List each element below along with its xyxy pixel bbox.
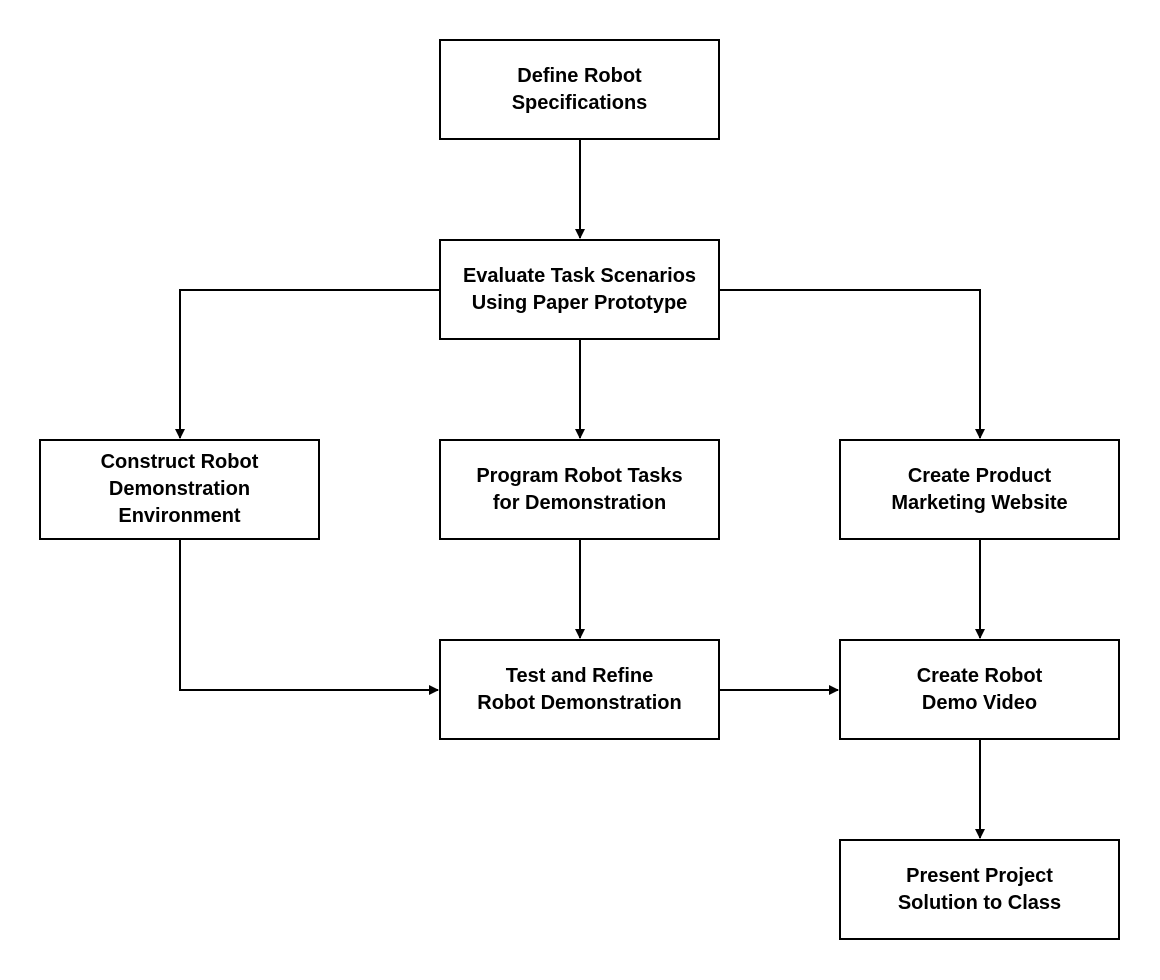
node-program-robot-tasks: Program Robot Tasks for Demonstration [439, 439, 720, 540]
node-create-demo-video: Create Robot Demo Video [839, 639, 1120, 740]
connector-construct-to-test [179, 540, 439, 695]
node-label: Construct Robot Demonstration Environmen… [100, 451, 259, 527]
node-evaluate-task-scenarios: Evaluate Task Scenarios Using Paper Prot… [439, 239, 720, 340]
node-present-project-solution: Present Project Solution to Class [839, 839, 1120, 940]
node-label: Present Project Solution to Class [897, 864, 1062, 914]
node-label: Program Robot Tasks for Demonstration [476, 464, 683, 514]
node-label: Define Robot Specifications [511, 64, 648, 114]
node-construct-demo-environment: Construct Robot Demonstration Environmen… [39, 439, 320, 540]
node-test-and-refine: Test and Refine Robot Demonstration [439, 639, 720, 740]
node-create-marketing-website: Create Product Marketing Website [839, 439, 1120, 540]
node-label: Test and Refine Robot Demonstration [477, 664, 682, 714]
node-label: Evaluate Task Scenarios Using Paper Prot… [462, 264, 697, 314]
connector-evaluate-to-construct [175, 289, 439, 439]
node-label: Create Product Marketing Website [891, 464, 1068, 514]
connector-evaluate-to-marketing [720, 289, 985, 439]
node-define-robot-specifications: Define Robot Specifications [439, 39, 720, 140]
node-label: Create Robot Demo Video [916, 664, 1043, 714]
